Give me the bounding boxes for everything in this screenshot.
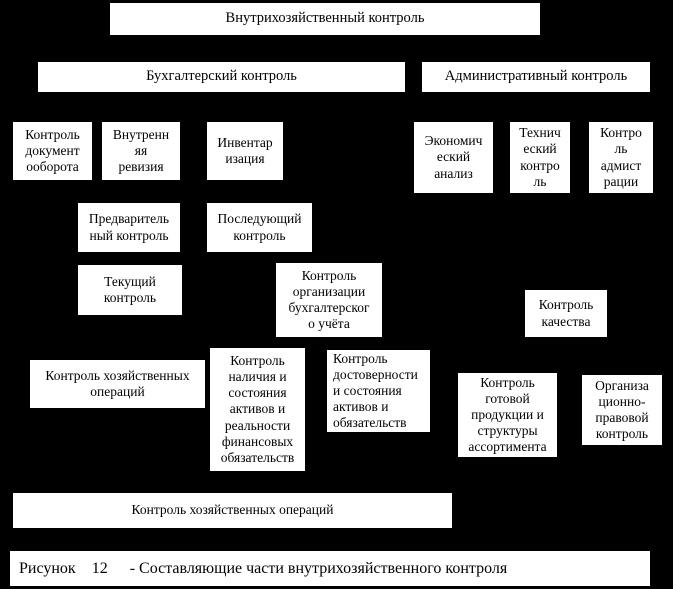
node-internal-revision: Внутренн яя ревизия — [102, 122, 180, 180]
node-document-flow-control: Контроль документ ооборота — [13, 122, 92, 180]
node-assets-availability-control: Контроль наличия и состояния активов и р… — [210, 348, 305, 471]
node-current-control: Текущий контроль — [78, 265, 182, 315]
figure-caption: Рисунок 12 - Составляющие части внутрихо… — [10, 551, 650, 586]
node-economic-analysis: Экономич еский анализ — [414, 122, 493, 193]
figure-caption-number: 12 — [91, 559, 108, 577]
figure-caption-label: Рисунок — [19, 559, 76, 577]
node-inventory: Инвентар изация — [207, 122, 283, 180]
node-business-operations-control: Контроль хозяйственных операций — [30, 360, 205, 408]
node-business-operations-control-wide: Контроль хозяйственных операций — [13, 493, 452, 528]
node-internal-control: Внутрихозяйственный контроль — [110, 3, 540, 35]
node-administrative-control: Административный контроль — [422, 62, 650, 92]
node-quality-control: Контроль качества — [525, 290, 607, 337]
node-preliminary-control: Предваритель ный контроль — [78, 203, 180, 252]
node-accounting-organization-control: Контроль организации бухгалтерског о учё… — [276, 263, 382, 337]
node-finished-products-control: Контроль готовой продукции и структуры а… — [458, 373, 557, 457]
node-subsequent-control: Последующий контроль — [207, 203, 312, 252]
node-technical-control: Технич еский контро ль — [510, 122, 570, 193]
node-administration-control: Контро ль адмист рации — [589, 122, 653, 193]
node-accounting-control: Бухгалтерский контроль — [38, 62, 405, 92]
node-organizational-legal-control: Организа ционно- правовой контроль — [582, 375, 662, 445]
figure-caption-text: - Составляющие части внутрихозяйственног… — [129, 559, 508, 577]
node-reliability-control: Контроль достоверности и состояния актив… — [327, 350, 430, 432]
